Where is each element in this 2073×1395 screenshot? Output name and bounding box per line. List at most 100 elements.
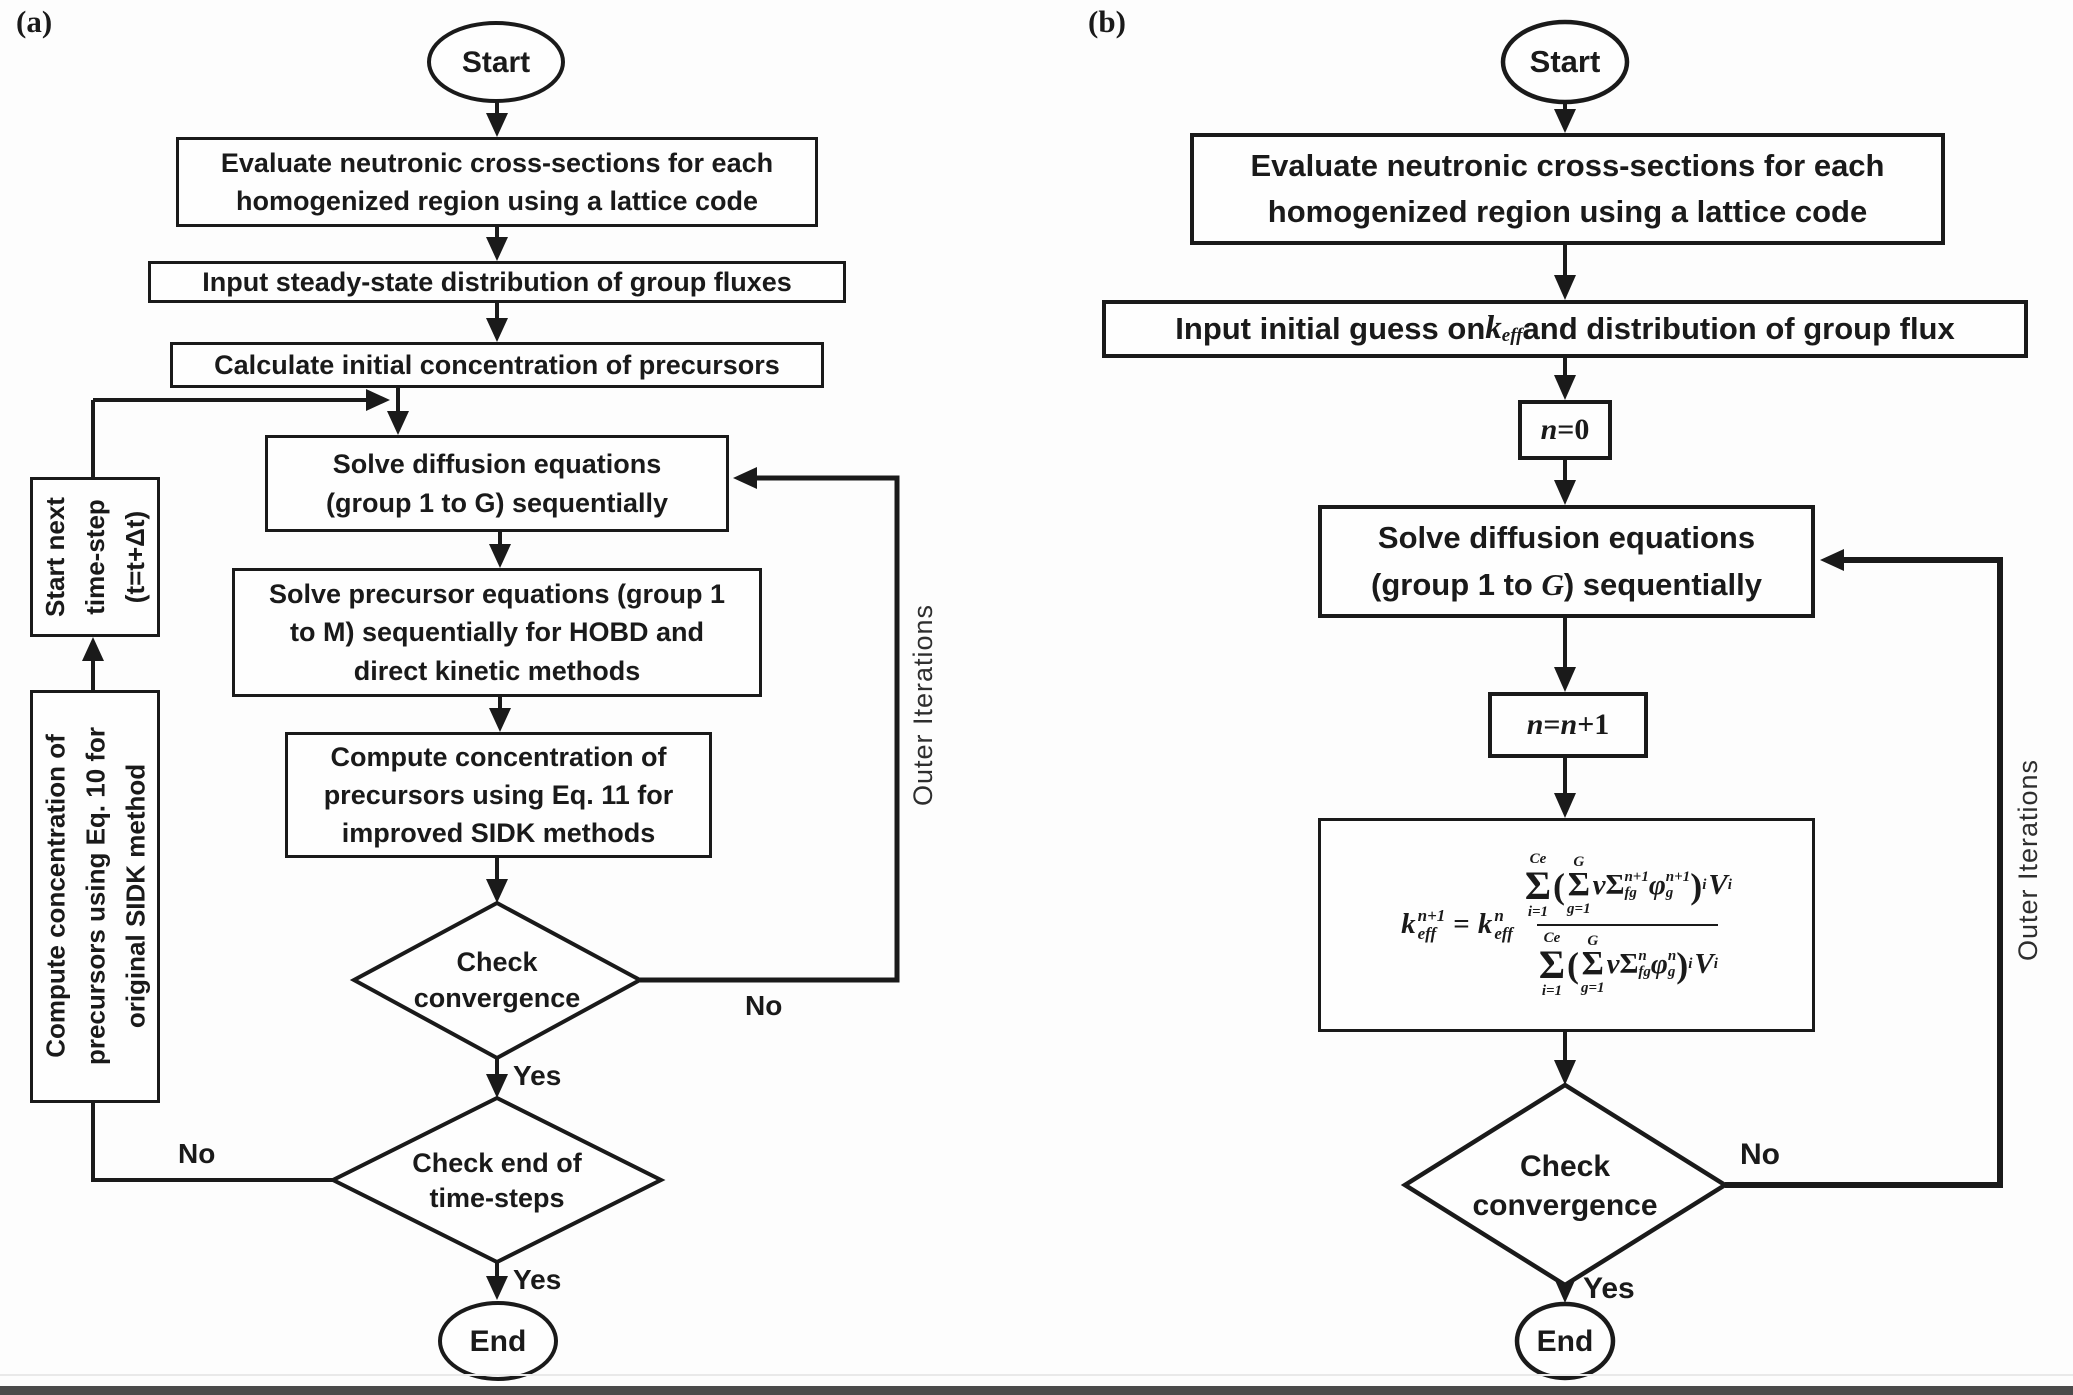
- solve-precursor-a-line2: to M) sequentially for HOBD and: [289, 617, 705, 648]
- process-evaluate-a-line2: homogenized region using a lattice code: [235, 186, 759, 216]
- initial-guess-pre: Input initial guess on: [1175, 310, 1486, 346]
- n0-rest: =0: [1557, 412, 1590, 446]
- convergence-b-line2: convergence: [1472, 1189, 1658, 1222]
- process-evaluate-a-line1: Evaluate neutronic cross-sections for ea…: [220, 147, 774, 178]
- panel-a-label: (a): [16, 4, 53, 39]
- process-initial-guess-b: Input initial guess on k eff and distrib…: [1102, 300, 2028, 358]
- den-cs-sup: n: [1638, 947, 1647, 964]
- arrowhead: [489, 708, 511, 732]
- arrowhead: [486, 318, 508, 342]
- convergence-a-line2: convergence: [413, 982, 581, 1013]
- loop-a-outer-iterations: [640, 475, 900, 983]
- start-next-timestep-a-text: Start next time-step (t=t+Δt): [30, 477, 160, 637]
- process-input-steady-state-a: Input steady-state distribution of group…: [148, 261, 846, 303]
- arrowhead: [486, 113, 508, 137]
- num-idx: i: [1702, 876, 1707, 893]
- end-label-a: End: [469, 1324, 527, 1358]
- lhs-sup: n+1: [1417, 906, 1446, 926]
- process-n-increment-b: n=n+1: [1488, 692, 1648, 758]
- solve-b-line2-G: G: [1541, 566, 1564, 602]
- num-cross-section: Σ: [1605, 868, 1625, 901]
- compute-eq11-a-line2: precursors using Eq. 11 for: [323, 779, 674, 810]
- end-terminal-a: [438, 1301, 558, 1381]
- next-timestep-line1: Start next: [39, 497, 70, 617]
- process-start-next-timestep-a: [30, 477, 160, 637]
- formula-equals: =: [1453, 908, 1470, 941]
- outer-iterations-label-b: Outer Iterations: [2012, 758, 2043, 962]
- iter-eq: =: [1543, 707, 1561, 741]
- lhs-sub: eff: [1417, 923, 1437, 943]
- arrowhead: [387, 411, 409, 435]
- arrowhead: [366, 389, 390, 411]
- den-outer-sigma: Σ: [1538, 941, 1565, 987]
- iter-rest: +1: [1577, 707, 1610, 741]
- process-solve-diffusion-b: Solve diffusion equations (group 1 to G)…: [1318, 505, 1815, 618]
- den-phi: φ: [1650, 947, 1668, 980]
- process-evaluate-b-line1: Evaluate neutronic cross-sections for ea…: [1250, 147, 1885, 183]
- den-phi-sub: g: [1667, 963, 1676, 980]
- compute-eq10-line3: original SIDK method: [120, 763, 151, 1029]
- num-phi-sup: n+1: [1665, 868, 1691, 885]
- end-terminal-b: [1514, 1301, 1616, 1381]
- outer-iterations-label-a: Outer Iterations: [907, 603, 938, 807]
- arrowhead: [1554, 793, 1576, 818]
- initial-guess-keff: k: [1485, 310, 1502, 347]
- num-phi: φ: [1648, 868, 1666, 901]
- den-phi-sup: n: [1667, 947, 1677, 964]
- solve-precursor-a-line3: direct kinetic methods: [353, 655, 641, 686]
- arrowhead: [82, 637, 104, 661]
- arrowhead: [1554, 480, 1576, 505]
- den-inner-top: G: [1587, 932, 1599, 949]
- n0-var: n: [1540, 412, 1558, 446]
- compute-eq10-a-text: Compute concentration of precursors usin…: [31, 690, 161, 1103]
- num-phi-sub: g: [1665, 884, 1674, 901]
- convergence-diamond-b-text: Check convergence: [1430, 1138, 1700, 1234]
- arrowhead: [1820, 549, 1844, 571]
- mid-sub: eff: [1494, 923, 1513, 943]
- convergence-diamond-a: [349, 900, 645, 1061]
- compute-eq11-a-line1: Compute concentration of: [330, 741, 667, 772]
- process-evaluate-a: Evaluate neutronic cross-sections for ea…: [176, 137, 818, 227]
- arrowhead: [1554, 667, 1576, 692]
- timesteps-diamond-a-text: Check end of time-steps: [360, 1135, 634, 1227]
- next-timestep-line2: time-step: [79, 499, 110, 615]
- panel-b-label: (b): [1088, 4, 1126, 39]
- formula-lhs: k n+1 eff: [1401, 904, 1445, 945]
- den-V: V: [1694, 947, 1714, 980]
- next-timestep-line3: (t=t+Δt): [120, 510, 151, 604]
- solve-precursor-a-line1: Solve precursor equations (group 1: [268, 579, 726, 609]
- process-evaluate-b: Evaluate neutronic cross-sections for ea…: [1190, 133, 1945, 245]
- start-terminal-a: [427, 21, 565, 103]
- arrowhead: [1554, 109, 1576, 133]
- formula-mid: k n eff: [1478, 904, 1513, 945]
- num-inner-bottom: g=1: [1567, 900, 1591, 917]
- iter-var2: n: [1560, 707, 1578, 741]
- convergence-diamond-a-text: Check convergence: [380, 933, 614, 1028]
- loop-b-outer-iterations: [1725, 557, 2003, 1188]
- timesteps-diamond-a: [328, 1095, 666, 1265]
- arrowhead: [486, 879, 508, 903]
- process-compute-eq10-a: [30, 690, 160, 1103]
- den-open-paren: (: [1567, 944, 1579, 985]
- line-a-timesteps-no-branch: [91, 1103, 333, 1182]
- num-nu: ν: [1592, 868, 1606, 901]
- den-outer-bottom: i=1: [1541, 982, 1563, 999]
- den-cs-sub: fg: [1638, 963, 1651, 980]
- process-compute-eq11-a: Compute concentration of precursors usin…: [285, 732, 712, 858]
- num-outer-sigma: Σ: [1524, 862, 1552, 908]
- start-terminal-b: [1500, 19, 1630, 105]
- num-open-paren: (: [1553, 865, 1566, 906]
- process-evaluate-b-line2: homogenized region using a lattice code: [1267, 194, 1868, 229]
- yes-label-timesteps-a: Yes: [513, 1264, 562, 1295]
- solve-b-line2-post: ) sequentially: [1563, 566, 1762, 602]
- arrowhead: [486, 237, 508, 261]
- no-label-timesteps-a: No: [178, 1138, 216, 1169]
- num-close-paren: ): [1690, 865, 1703, 906]
- arrowhead: [1554, 275, 1576, 300]
- arrowhead: [486, 1276, 508, 1300]
- iter-var1: n: [1526, 707, 1544, 741]
- arrowhead: [1554, 375, 1576, 400]
